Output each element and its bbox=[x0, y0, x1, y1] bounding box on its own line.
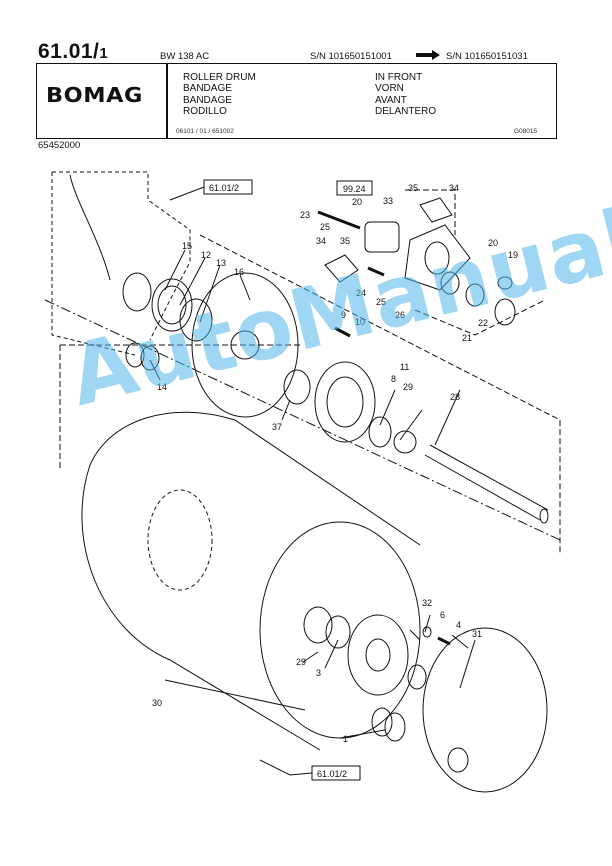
part-13 bbox=[179, 298, 213, 342]
callout: 19 bbox=[508, 250, 518, 260]
part-23 bbox=[317, 210, 361, 230]
part-29 bbox=[393, 430, 417, 454]
location-en: IN FRONT bbox=[375, 72, 423, 83]
ref-box-3-label: 61.01/2 bbox=[317, 769, 347, 779]
part-3 bbox=[325, 615, 351, 649]
callout: 35 bbox=[408, 183, 418, 193]
assembly-boundary bbox=[199, 234, 561, 555]
callout: 32 bbox=[422, 598, 432, 608]
callout: 12 bbox=[201, 250, 211, 260]
title-frame bbox=[36, 63, 557, 139]
part-24 bbox=[367, 266, 385, 277]
callout: 1 bbox=[343, 734, 348, 744]
ref-box-2-label: 99.24 bbox=[343, 184, 366, 194]
part-34-right bbox=[419, 197, 453, 223]
part-31 bbox=[422, 627, 548, 793]
drawing-reference: G08015 bbox=[514, 128, 538, 135]
serial-from: S/N 101650151001 bbox=[310, 51, 392, 62]
serial-to: S/N 101650151031 bbox=[446, 51, 528, 62]
callout: 21 bbox=[462, 333, 472, 343]
frame-outline bbox=[51, 171, 191, 356]
callout: 28 bbox=[450, 392, 460, 402]
name-fr: BANDAGE bbox=[183, 94, 232, 106]
part-32 bbox=[407, 664, 427, 690]
part-8 bbox=[368, 416, 392, 448]
callout: 35 bbox=[340, 236, 350, 246]
frame-divider bbox=[166, 63, 168, 139]
callout: 4 bbox=[456, 620, 461, 630]
assembly-boundary-left bbox=[59, 344, 300, 470]
callout: 34 bbox=[316, 236, 326, 246]
callout: 16 bbox=[234, 267, 244, 277]
callout: 34 bbox=[449, 183, 459, 193]
callout: 10 bbox=[355, 317, 365, 327]
part-28 bbox=[424, 444, 549, 521]
part-26 bbox=[404, 224, 471, 291]
location-de: VORN bbox=[375, 83, 404, 95]
callout: 25 bbox=[320, 222, 330, 232]
part-number: 65452000 bbox=[38, 140, 81, 151]
page-code: 61.01/1 bbox=[38, 40, 109, 63]
callout: 20 bbox=[488, 238, 498, 248]
part-6 bbox=[422, 626, 432, 638]
part-34-left bbox=[324, 254, 359, 283]
part-19 bbox=[497, 276, 513, 290]
callout: 33 bbox=[383, 196, 393, 206]
callout: 29 bbox=[403, 382, 413, 392]
part-14 bbox=[125, 342, 145, 368]
location-fr: AVANT bbox=[375, 94, 407, 106]
part-16 bbox=[191, 272, 299, 418]
component-locations: IN FRONT VORN AVANT DELANTERO bbox=[375, 72, 436, 118]
callout: 9 bbox=[341, 310, 346, 320]
part-29-lower bbox=[303, 606, 333, 644]
callout: 3 bbox=[316, 668, 321, 678]
part-1 bbox=[371, 707, 393, 737]
part-12 bbox=[151, 278, 193, 332]
callout: 8 bbox=[391, 374, 396, 384]
callout: 11 bbox=[400, 362, 409, 372]
callout: 15 bbox=[182, 241, 192, 251]
bomag-logo: BOMAG bbox=[46, 83, 143, 107]
callout: 29 bbox=[296, 657, 306, 667]
ref-box-1-label: 61.01/2 bbox=[209, 183, 239, 193]
axis-line bbox=[44, 299, 561, 541]
part-9 bbox=[334, 326, 351, 338]
callout: 6 bbox=[440, 610, 445, 620]
callout: 37 bbox=[272, 422, 282, 432]
name-de: BANDAGE bbox=[183, 83, 232, 95]
callout: 25 bbox=[376, 297, 386, 307]
callout: 24 bbox=[356, 288, 366, 298]
location-es: DELANTERO bbox=[375, 106, 437, 118]
part-22 bbox=[465, 283, 485, 307]
ref-box-2 bbox=[336, 180, 373, 196]
callout: 22 bbox=[478, 318, 488, 328]
part-15 bbox=[122, 272, 152, 312]
part-30 bbox=[81, 411, 421, 751]
callout: 23 bbox=[300, 210, 310, 220]
callout: 31 bbox=[472, 629, 482, 639]
part-4 bbox=[437, 636, 451, 646]
callout: 14 bbox=[157, 382, 167, 392]
part-21 bbox=[494, 298, 516, 326]
callout: 20 bbox=[352, 197, 362, 207]
callout: 26 bbox=[395, 310, 405, 320]
arrow-right-icon bbox=[416, 50, 440, 60]
doc-reference: 06101 / 01 / 651002 bbox=[176, 128, 234, 135]
model-label: BW 138 AC bbox=[160, 51, 210, 62]
lower-flange bbox=[347, 614, 409, 696]
part-20 bbox=[364, 221, 400, 253]
component-names: ROLLER DRUM BANDAGE BANDAGE RODILLO bbox=[183, 72, 256, 118]
name-en: ROLLER DRUM bbox=[183, 72, 256, 83]
part-11 bbox=[314, 361, 376, 443]
callout: 30 bbox=[152, 698, 162, 708]
callout: 13 bbox=[216, 258, 226, 268]
part-37 bbox=[283, 369, 311, 405]
name-es: RODILLO bbox=[183, 106, 227, 118]
frame-contour bbox=[69, 174, 111, 281]
